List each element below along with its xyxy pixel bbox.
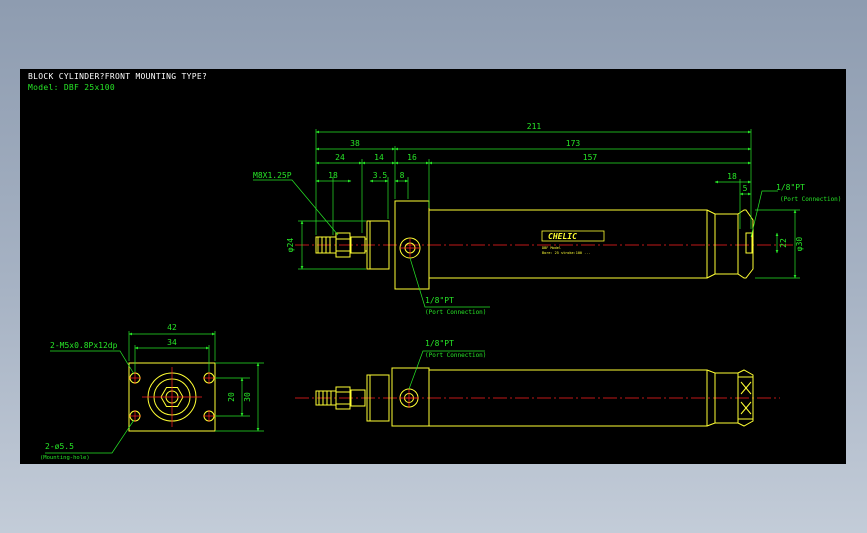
side-port-leader bbox=[408, 350, 485, 390]
dim-34: 34 bbox=[167, 338, 177, 347]
end-view-centers bbox=[129, 367, 215, 427]
tapped-holes-callout: 2-M5x0.8Px12dp bbox=[50, 341, 118, 350]
side-port-center bbox=[399, 388, 419, 408]
drawing-title: BLOCK CYLINDER?FRONT MOUNTING TYPE? bbox=[28, 72, 208, 81]
rear-port-note: (Port Connection) bbox=[780, 196, 841, 203]
dim-173: 173 bbox=[566, 139, 581, 148]
dim-overall: 211 bbox=[527, 122, 542, 131]
side-port-note: (Port Connection) bbox=[425, 352, 486, 359]
rear-port-size: 1/8"PT bbox=[776, 183, 805, 192]
dim-157: 157 bbox=[583, 153, 598, 162]
model-label: Model: DBF 25x100 bbox=[28, 83, 115, 92]
dim-24: 24 bbox=[335, 153, 345, 162]
dim-20: 20 bbox=[227, 392, 236, 402]
front-port-note: (Port Connection) bbox=[425, 309, 486, 316]
mount-holes-callout: 2-ø5.5 bbox=[45, 442, 74, 451]
brand-logo: CHELIC bbox=[548, 232, 577, 241]
dim-18b: 18 bbox=[727, 172, 737, 181]
top-dim-labels: 211 38 173 24 14 16 157 18 3.5 8 18 5 φ2… bbox=[286, 122, 804, 252]
dim-22: 22 bbox=[779, 238, 788, 248]
dim-8: 8 bbox=[400, 171, 405, 180]
end-view-labels: 42 34 20 30 2-M5x0.8Px12dp 2-ø5.5 (Mount… bbox=[40, 323, 252, 461]
dim-38: 38 bbox=[350, 139, 360, 148]
cad-drawing: CHELIC DBF Model Bore: 25 stroke:100 ... bbox=[40, 122, 841, 461]
dim-phi24: φ24 bbox=[286, 238, 295, 253]
dim-42: 42 bbox=[167, 323, 177, 332]
top-callouts: M8X1.25P 1/8"PT (Port Connection) 1/8"PT… bbox=[253, 171, 841, 316]
dim-30: 30 bbox=[243, 392, 252, 402]
end-view-dimensions bbox=[45, 331, 264, 454]
thread-callout: M8X1.25P bbox=[253, 171, 292, 180]
side-port-size: 1/8"PT bbox=[425, 339, 454, 348]
dim-3-5: 3.5 bbox=[373, 171, 388, 180]
front-port-size: 1/8"PT bbox=[425, 296, 454, 305]
dim-16: 16 bbox=[407, 153, 417, 162]
side-cylinder bbox=[315, 367, 754, 427]
brand-line2: Bore: 25 stroke:100 ... bbox=[542, 251, 590, 255]
dim-18a: 18 bbox=[328, 171, 338, 180]
brand-line1: DBF Model bbox=[542, 246, 561, 250]
dim-5: 5 bbox=[743, 184, 748, 193]
top-dimensions bbox=[253, 129, 800, 308]
brand-plate: CHELIC DBF Model Bore: 25 stroke:100 ... bbox=[541, 230, 605, 255]
mount-holes-note: (Mounting-hole) bbox=[40, 455, 90, 461]
side-callouts: 1/8"PT (Port Connection) bbox=[425, 339, 486, 359]
dim-14: 14 bbox=[374, 153, 384, 162]
dim-phi30: φ30 bbox=[795, 237, 804, 252]
drawing-canvas: BLOCK CYLINDER?FRONT MOUNTING TYPE? Mode… bbox=[20, 69, 846, 464]
